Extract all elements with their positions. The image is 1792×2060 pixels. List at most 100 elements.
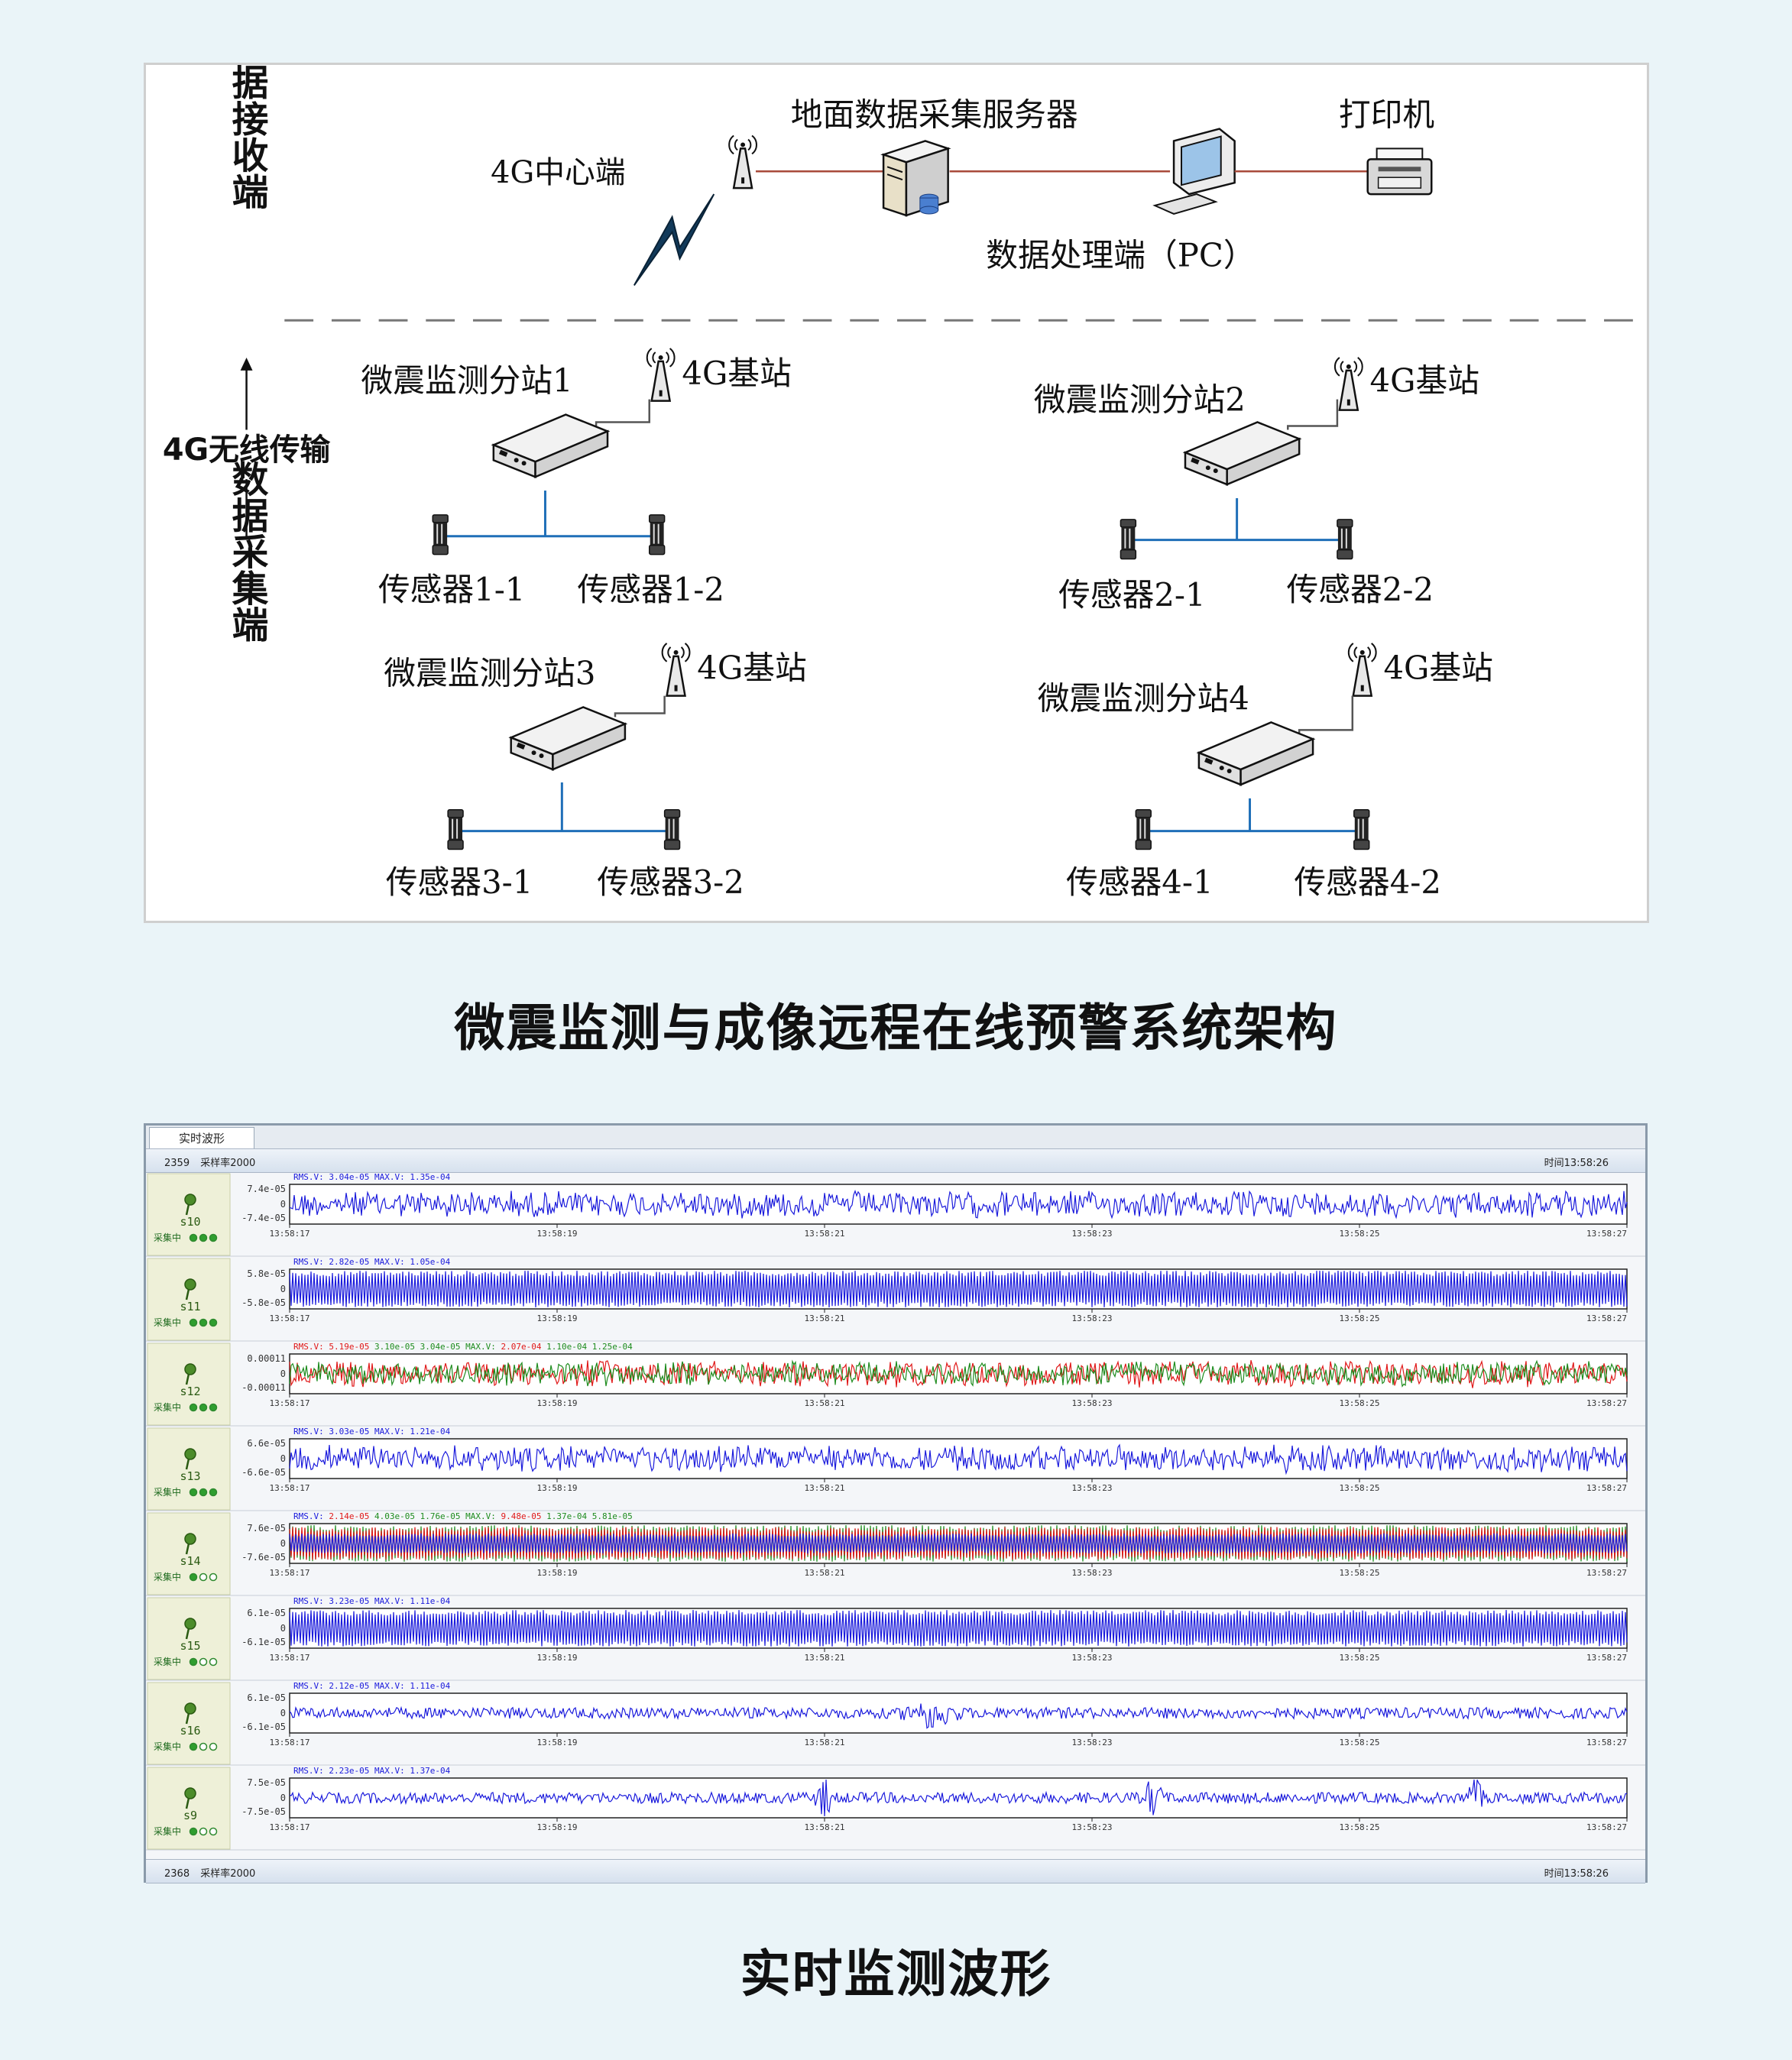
channel-status-cell[interactable] — [147, 1343, 231, 1426]
label-printer: 打印机 — [1339, 96, 1434, 134]
channel-status-cell[interactable] — [147, 1682, 231, 1765]
tab-bar: 实时波形 — [146, 1126, 1645, 1149]
sensor-icon — [648, 513, 666, 555]
channel-status-label: 采集中 — [154, 1741, 181, 1752]
time-tick-label: 13:58:25 — [1340, 1738, 1380, 1747]
time-tick-label: 13:58:17 — [270, 1738, 310, 1747]
location-pin-icon — [184, 1533, 196, 1555]
time-tick-label: 13:58:17 — [270, 1398, 310, 1408]
channel-status-cell[interactable] — [147, 1173, 231, 1256]
station-2-label: 微震监测分站2 — [1034, 381, 1246, 419]
y-zero-label: 0 — [280, 1368, 286, 1379]
time-tick-label: 13:58:17 — [270, 1568, 310, 1578]
y-min-label: -0.00011 — [241, 1382, 286, 1393]
time-tick-label: 13:58:17 — [270, 1483, 310, 1493]
channel-status-cell[interactable] — [147, 1258, 231, 1341]
sensor-icon — [432, 513, 449, 555]
channel-status-cell[interactable] — [147, 1512, 231, 1595]
antenna-icon — [727, 134, 758, 189]
time-tick-label: 13:58:25 — [1340, 1313, 1380, 1323]
tab-realtime-waveform[interactable]: 实时波形 — [149, 1127, 254, 1148]
channel-status-label: 采集中 — [154, 1825, 181, 1837]
waveform-blue — [289, 1533, 1628, 1554]
status-led — [199, 1657, 208, 1666]
status-led — [209, 1827, 218, 1836]
channel-status-label: 采集中 — [154, 1571, 181, 1582]
sensor-label: 传感器3-1 — [386, 863, 533, 901]
sensor-label: 传感器2-2 — [1286, 571, 1434, 608]
station-4-label: 微震监测分站4 — [1038, 679, 1249, 717]
location-pin-icon — [184, 1363, 196, 1385]
channel-status-label: 采集中 — [154, 1401, 181, 1413]
server-icon — [880, 140, 951, 217]
time-tick-label: 13:58:23 — [1072, 1738, 1113, 1747]
status-led — [199, 1318, 208, 1327]
channel-info: RMS.V: 2.12e-05 MAX.V: 1.11e-04 — [293, 1681, 451, 1691]
status-led — [199, 1573, 208, 1582]
channel-id: s12 — [180, 1385, 200, 1398]
router-icon — [1184, 421, 1301, 486]
channel-id: s10 — [180, 1215, 200, 1229]
status-led — [189, 1742, 198, 1751]
sensor-icon — [1120, 518, 1137, 560]
label-pc: 数据处理端（PC） — [986, 237, 1255, 274]
y-max-label: 6.1e-05 — [247, 1692, 286, 1703]
channel-status-cell[interactable] — [147, 1427, 231, 1511]
channel-info: RMS.V: 3.04e-05 MAX.V: 1.35e-04 — [293, 1172, 451, 1182]
status-led — [209, 1573, 218, 1582]
y-min-label: -6.1e-05 — [241, 1637, 286, 1647]
y-min-label: -7.5e-05 — [241, 1806, 286, 1817]
y-max-label: 7.6e-05 — [247, 1523, 286, 1534]
time-tick-label: 13:58:19 — [537, 1229, 578, 1239]
time-tick-label: 13:58:25 — [1340, 1229, 1380, 1239]
station-2: 微震监测分站2 4G基站 传感器2-1 传感器2-2 — [1034, 356, 1479, 614]
system-architecture-diagram: 数据接收端 4G无线传输 数据采集端 4G中心端 地面数据采集服务器 — [144, 63, 1649, 923]
status-led — [209, 1403, 218, 1412]
plot-area — [289, 1184, 1628, 1225]
location-pin-icon — [184, 1618, 196, 1640]
y-min-label: -7.6e-05 — [241, 1552, 286, 1563]
y-zero-label: 0 — [280, 1453, 286, 1464]
sensor-icon — [1336, 518, 1353, 560]
time-tick-label: 13:58:23 — [1072, 1229, 1113, 1239]
status-bar-bottom: 2368 采样率2000 时间13:58:26 — [146, 1859, 1645, 1883]
y-max-label: 0.00011 — [247, 1353, 286, 1364]
sensor-icon — [1135, 808, 1152, 850]
y-zero-label: 0 — [280, 1623, 286, 1634]
time-tick-label: 13:58:27 — [1586, 1653, 1627, 1663]
base-station-label: 4G基站 — [682, 355, 791, 392]
lightning-icon — [633, 193, 715, 287]
wire — [1287, 399, 1339, 430]
time-tick-label: 13:58:19 — [537, 1398, 578, 1408]
time-tick-label: 13:58:21 — [805, 1738, 845, 1747]
router-icon — [510, 706, 627, 771]
y-min-label: -6.6e-05 — [241, 1467, 286, 1478]
channel-id: s9 — [183, 1809, 197, 1822]
time-tick-label: 13:58:19 — [537, 1822, 578, 1832]
status-led — [199, 1488, 208, 1497]
time-tick-label: 13:58:23 — [1072, 1483, 1113, 1493]
channel-status-cell[interactable] — [147, 1767, 231, 1850]
time-tick-label: 13:58:25 — [1340, 1568, 1380, 1578]
side-label-receive: 数据接收端 — [225, 65, 268, 209]
antenna-icon — [1333, 356, 1363, 411]
waveform-blue — [289, 1443, 1628, 1475]
y-max-label: 6.6e-05 — [247, 1438, 286, 1449]
status-led — [189, 1318, 198, 1327]
architecture-caption: 微震监测与成像远程在线预警系统架构 — [454, 999, 1338, 1058]
time-tick-label: 13:58:23 — [1072, 1653, 1113, 1663]
antenna-icon — [646, 347, 676, 402]
channel-status-cell[interactable] — [147, 1597, 231, 1680]
sensor-label: 传感器1-2 — [577, 571, 724, 608]
station-3-label: 微震监测分站3 — [384, 655, 595, 692]
status-led — [199, 1827, 208, 1836]
y-zero-label: 0 — [280, 1708, 286, 1718]
channel-status-label: 采集中 — [154, 1656, 181, 1667]
router-icon — [492, 413, 609, 478]
channel-status-label: 采集中 — [154, 1317, 181, 1328]
status-led — [209, 1657, 218, 1666]
